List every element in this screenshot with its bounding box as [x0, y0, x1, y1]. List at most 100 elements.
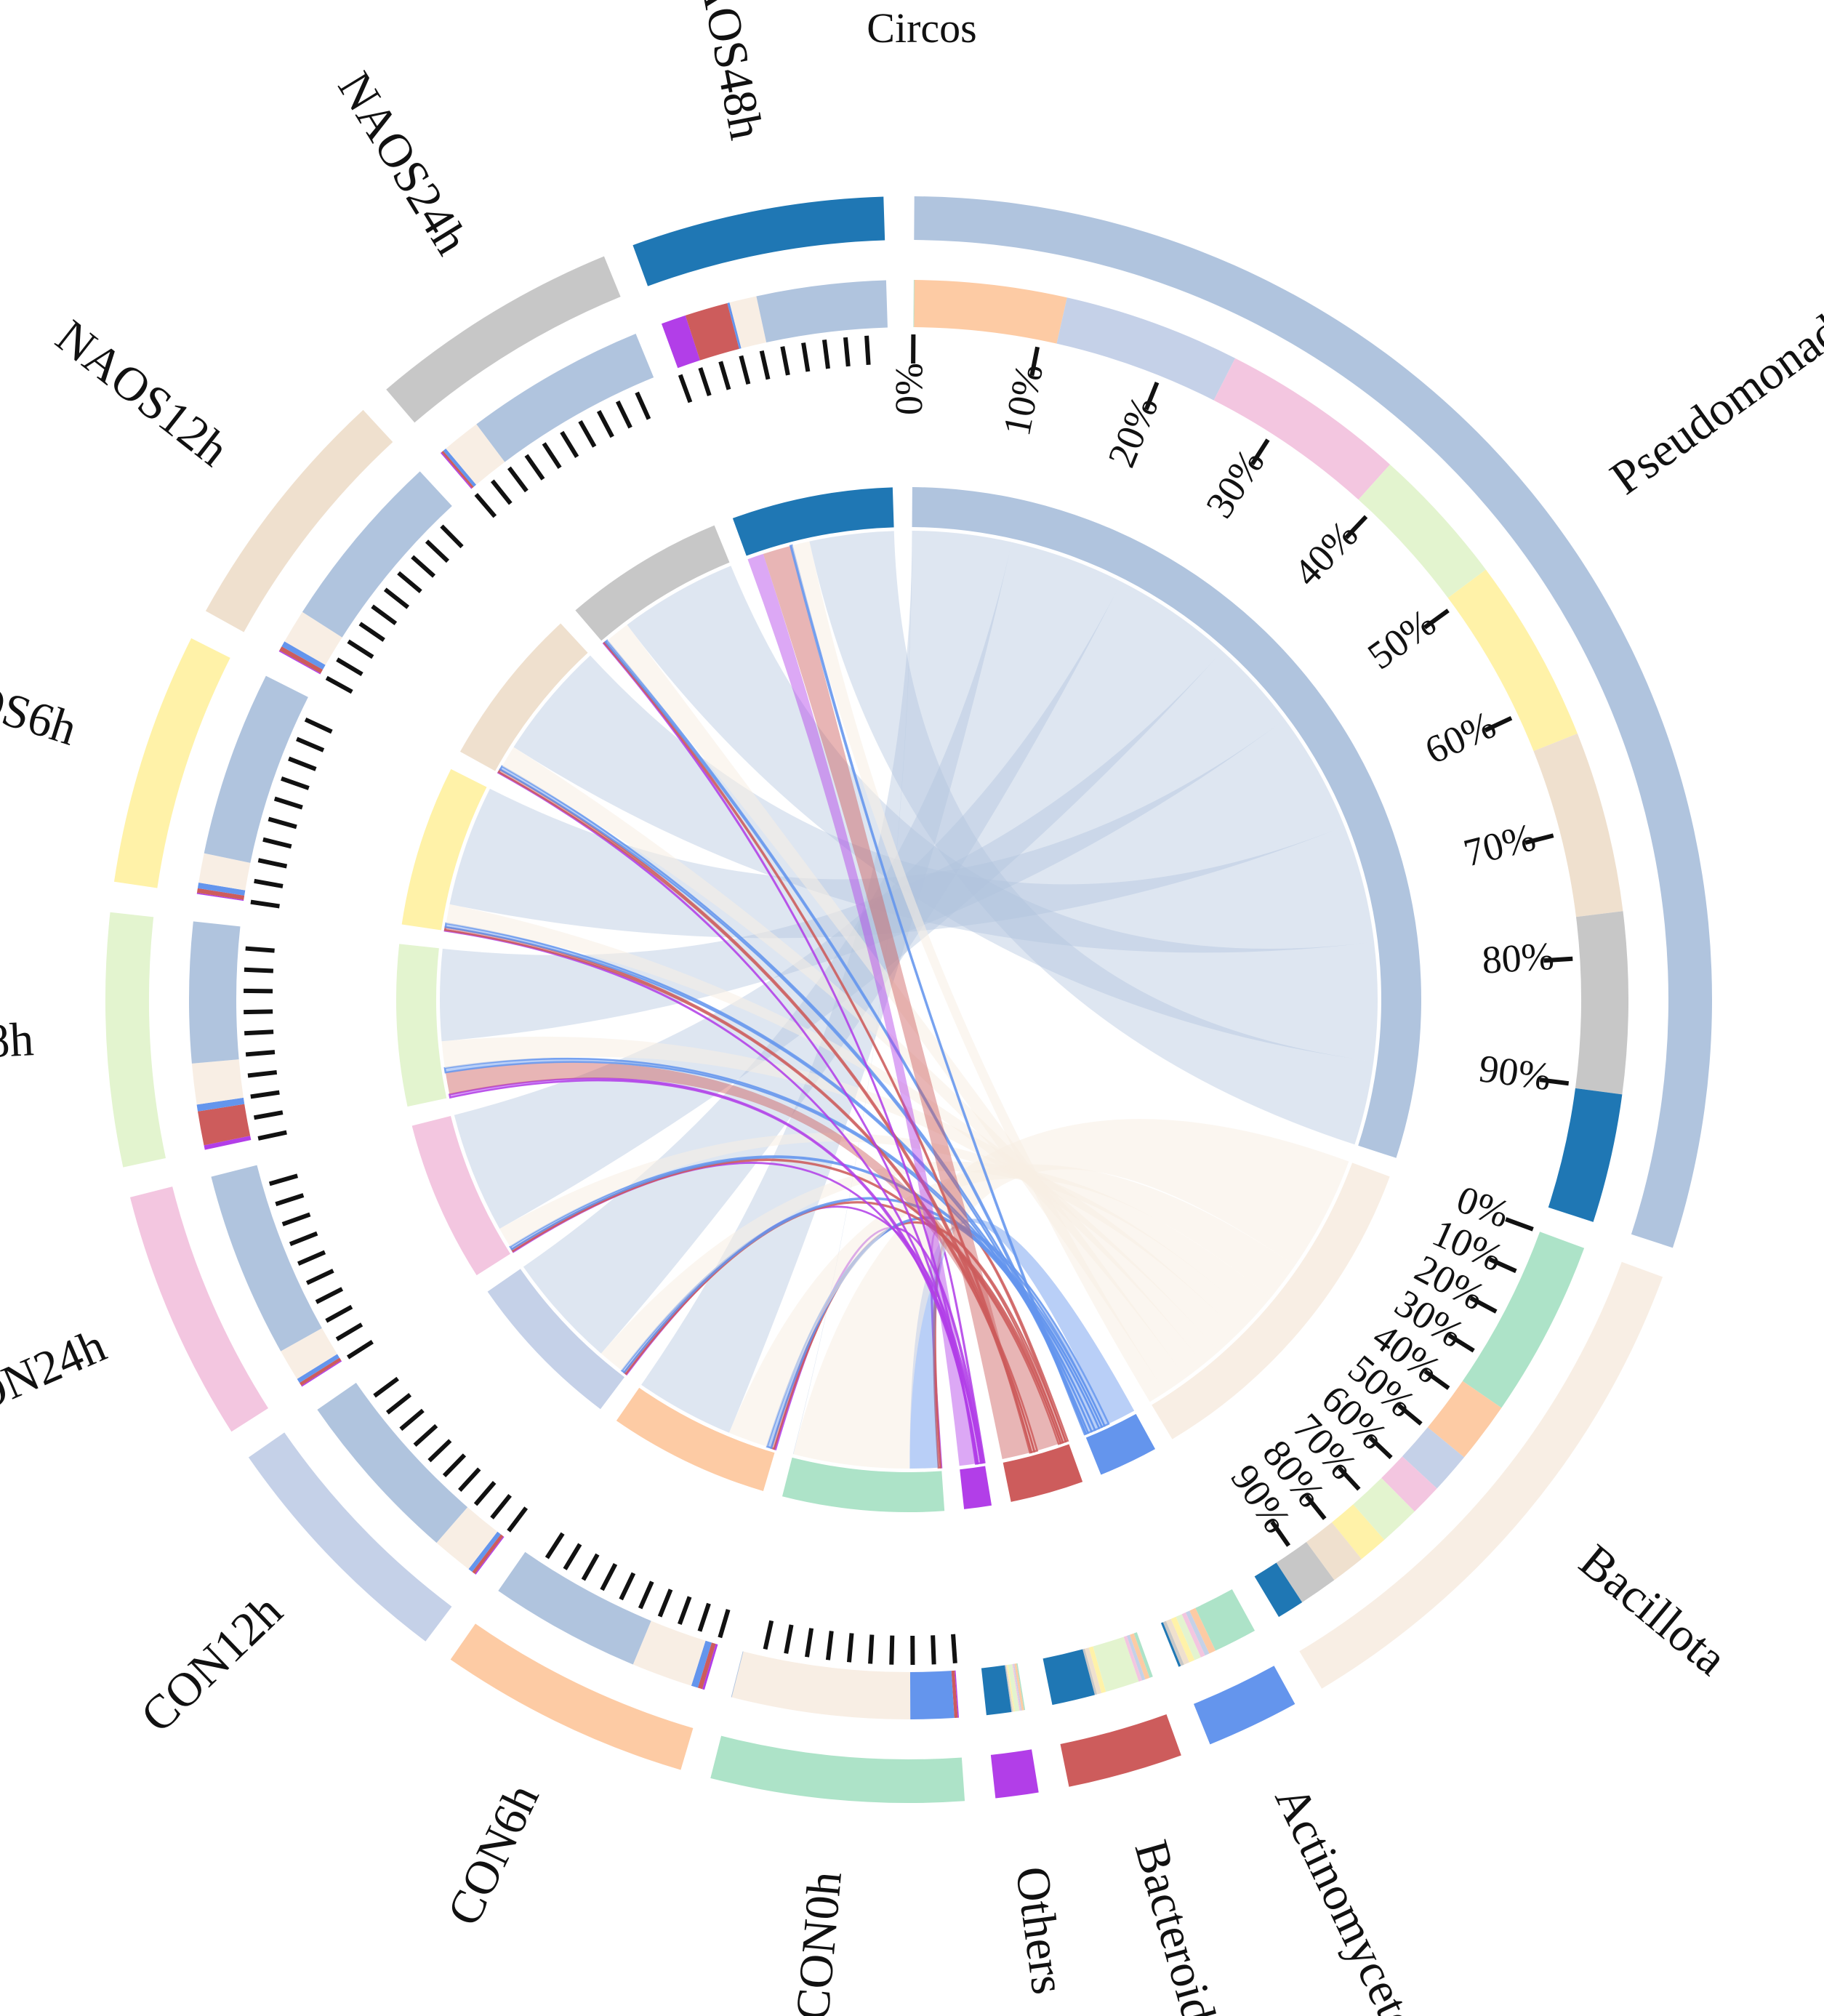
comp-arc-others-naos48h [981, 1665, 1012, 1716]
tick-con6h-1 [697, 1602, 711, 1632]
comp-arc-con0h-bacillota [731, 1651, 911, 1719]
chord-layer [440, 531, 1378, 1469]
tick-naos12h-6 [397, 571, 422, 593]
comp-arc-bacillota-naos24h [1276, 1541, 1335, 1602]
tick-con0h-3 [889, 1635, 895, 1665]
tick-con48h-2 [250, 1090, 280, 1099]
segment-label-naos24h: NAOS24h [328, 63, 479, 264]
comp-arc-bacteroidota-con0h [1133, 1632, 1153, 1678]
chord-con48h-actinomycetota [443, 1057, 1101, 1431]
tick-naos12h-7 [411, 555, 436, 578]
tick-naos6h-3 [262, 837, 292, 849]
chord-naos48h-bacteroidota [763, 545, 1030, 1460]
chord-con12h-bacillota [600, 1161, 1271, 1371]
tick-naos48h-6 [801, 342, 811, 372]
comp-arc-others-con12h [1013, 1663, 1022, 1711]
segment-label-pseudomonadota: Pseudomonadota [1601, 270, 1824, 505]
tick-naos6h-6 [281, 776, 310, 790]
inner-arc-con0h [782, 1457, 945, 1513]
comp-arc-others-con48h [1008, 1663, 1020, 1712]
outer-arc-naos48h [632, 196, 885, 286]
tick-naos6h-5 [273, 796, 303, 810]
segment-label-naos12h: NAOS12h [46, 310, 238, 476]
chord-con48h-pseudomonadota [440, 651, 1285, 1042]
tick-con0h-5 [846, 1633, 854, 1663]
chart-title: Circos [867, 4, 976, 52]
comp-arc-con0h-bacteroidota [951, 1670, 958, 1719]
segment-label-bacillota: Bacillota [1570, 1534, 1737, 1685]
comp-arc-con12h-pseudomonadota [317, 1383, 468, 1543]
comp-arc-naos12h-others [278, 650, 321, 675]
tick-con48h-9 [245, 946, 275, 953]
tick-con24h-7 [281, 1212, 311, 1226]
inner-arc-others [960, 1466, 992, 1509]
comp-arc-naos12h-bacteroidota [279, 646, 324, 674]
tick-con0h-0 [951, 1634, 957, 1663]
tick-con6h-6 [600, 1563, 618, 1591]
inner-arc-con24h [411, 1115, 510, 1276]
comp-arc-actinomycetota-con48h [1176, 1614, 1201, 1660]
comp-arc-actinomycetota-con24h [1181, 1612, 1205, 1658]
comp-arc-others-naos24h [1005, 1665, 1013, 1712]
chord-naos24h-others [602, 641, 978, 1465]
tick-bacillota-5 [1397, 1403, 1423, 1426]
tick-con12h-4 [442, 1453, 467, 1478]
tick-con6h-5 [619, 1572, 636, 1601]
segment-label-con12h: CON12h [131, 1584, 292, 1743]
outer-arc-others [990, 1749, 1039, 1799]
comp-arc-others-con24h [1012, 1663, 1021, 1711]
tick-con6h-9 [545, 1532, 565, 1559]
segment-label-bacteroidota: Bacteroidota [1124, 1835, 1241, 2016]
tick-con48h-8 [244, 967, 274, 973]
comp-arc-con24h-bacillota [281, 1328, 337, 1379]
tick-pseudomonadota-7 [1524, 833, 1554, 846]
inner-arc-bacillota [1152, 1162, 1390, 1439]
comp-arc-bacillota-con12h [1402, 1427, 1465, 1489]
tick-label-pseudomonadota-3: 30% [1197, 441, 1273, 526]
inner-arc-con48h [395, 944, 447, 1107]
comp-arc-bacillota-naos6h [1331, 1504, 1385, 1559]
chord-naos12h-actinomycetota [499, 765, 1093, 1434]
chord-naos48h-others [747, 553, 976, 1466]
tick-con6h-4 [638, 1581, 654, 1610]
inner-arc-naos12h [459, 623, 588, 771]
outer-ring-layer [105, 196, 1713, 1803]
comp-arc-actinomycetota-con12h [1185, 1610, 1210, 1656]
comp-arc-naos24h-pseudomonadota [476, 333, 654, 462]
inner-arc-con6h [616, 1387, 775, 1492]
tick-naos24h-3 [524, 454, 545, 481]
tick-naos6h-4 [268, 816, 297, 830]
comp-arc-con48h-bacillota [191, 1059, 244, 1105]
chord-con48h-others [448, 1077, 982, 1465]
tick-naos12h-8 [425, 539, 450, 563]
tick-con48h-4 [245, 1050, 276, 1057]
tick-con24h-5 [297, 1250, 326, 1266]
inner-arc-actinomycetota [1085, 1413, 1156, 1475]
comp-arc-pseudomonadota-naos6h [1447, 569, 1578, 752]
tick-pseudomonadota-8 [1543, 956, 1573, 963]
tick-pseudomonadota-6 [1484, 715, 1513, 733]
segment-label-naos48h: NAOS48h [683, 0, 774, 144]
tick-naos24h-2 [507, 466, 529, 493]
tick-con12h-6 [413, 1423, 438, 1447]
tick-naos6h-8 [296, 736, 325, 752]
tick-naos48h-9 [864, 335, 871, 365]
comp-arc-con6h-others [702, 1644, 718, 1690]
tick-label-pseudomonadota-2: 20% [1099, 390, 1167, 473]
tick-con0h-6 [825, 1631, 834, 1660]
tick-naos6h-9 [304, 717, 333, 734]
chord-naos12h-pseudomonadota [513, 655, 1375, 953]
tick-con24h-4 [305, 1269, 334, 1285]
comp-arc-pseudomonadota-naos48h [1548, 1088, 1623, 1222]
tick-con24h-2 [325, 1304, 353, 1323]
tick-naos48h-7 [821, 340, 830, 369]
tick-naos12h-5 [383, 587, 410, 609]
tick-bacillota-3 [1447, 1333, 1475, 1353]
comp-arc-actinomycetota-con6h [1189, 1607, 1216, 1654]
comp-arc-bacteroidota-con24h [1123, 1636, 1142, 1682]
comp-arc-naos24h-bacillota [446, 424, 505, 485]
tick-con24h-0 [346, 1340, 374, 1360]
comp-arc-naos24h-actinomycetota [443, 448, 477, 487]
tick-naos12h-3 [358, 622, 385, 642]
tick-con48h-7 [244, 988, 273, 994]
